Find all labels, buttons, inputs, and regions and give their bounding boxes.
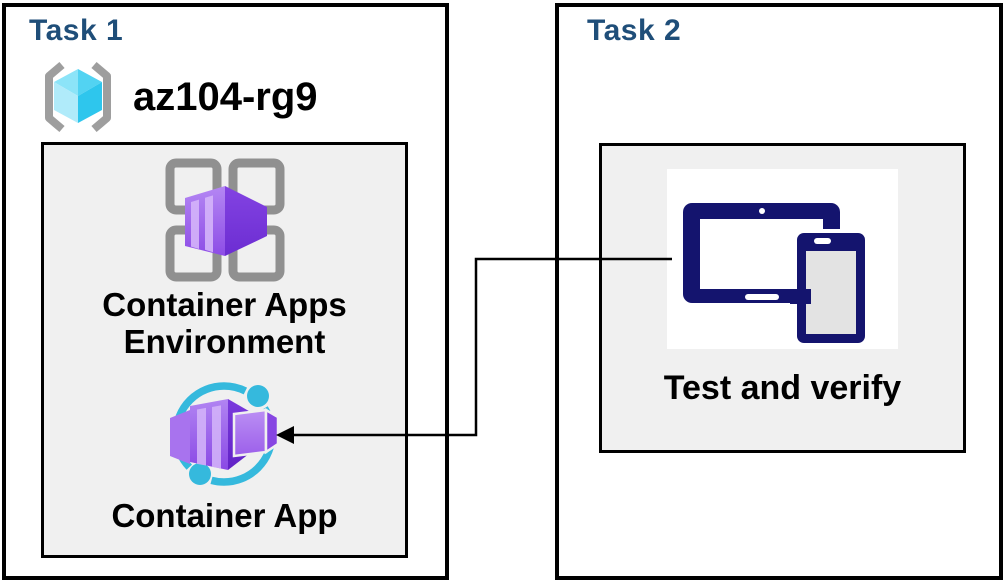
task1-inner-box: Container Apps Environment xyxy=(41,142,408,558)
task2-title: Task 2 xyxy=(587,14,682,47)
task2-panel: Task 2 Test and verify xyxy=(555,3,1003,580)
container-apps-environment-icon xyxy=(165,158,285,282)
tablet-and-phone-devices-icon xyxy=(683,203,869,347)
test-and-verify-label: Test and verify xyxy=(663,369,902,407)
container-app-icon xyxy=(170,382,280,486)
devices-icon-backdrop xyxy=(667,169,898,349)
container-app-label: Container App xyxy=(111,497,338,534)
task1-panel: Task 1 az104-rg9 xyxy=(2,3,449,580)
task1-title: Task 1 xyxy=(29,14,124,47)
task2-inner-box: Test and verify xyxy=(599,143,966,453)
resource-group-icon xyxy=(45,61,111,133)
container-apps-environment-label: Container Apps Environment xyxy=(102,286,347,360)
resource-group-name: az104-rg9 xyxy=(133,74,318,119)
